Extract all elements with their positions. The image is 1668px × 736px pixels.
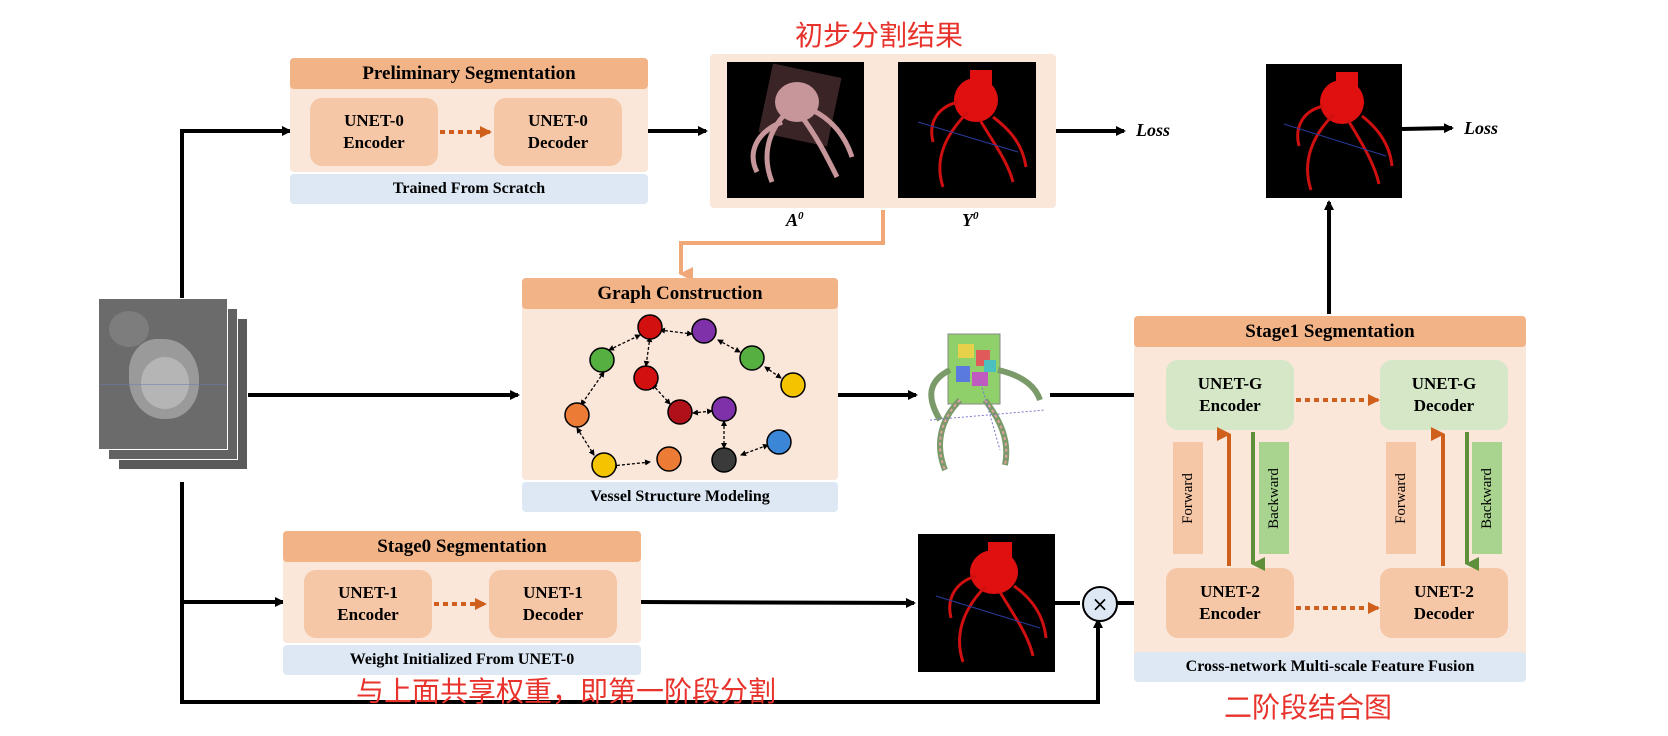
a0-vessel-render — [750, 63, 855, 183]
graph-footer: Vessel Structure Modeling — [522, 482, 838, 512]
input-to-multiply-arrow — [180, 602, 1103, 704]
annotation-preliminary-result: 初步分割结果 — [795, 19, 964, 52]
graph-title: Graph Construction — [522, 278, 838, 309]
forward-bar-right — [1386, 442, 1416, 554]
unet2-encoder: UNET-2 Encoder — [1166, 568, 1294, 638]
backward-label-right: Backward — [1478, 467, 1495, 529]
input-ct-stack — [98, 298, 248, 470]
unet1-encoder: UNET-1 Encoder — [304, 570, 432, 638]
prelim-title: Preliminary Segmentation — [290, 58, 648, 89]
prelim-footer: Trained From Scratch — [290, 174, 648, 204]
annotation-shared-weights: 与上面共享权重，即第一阶段分割 — [356, 675, 777, 708]
results-to-graph-arrow — [679, 210, 885, 281]
stage0-vessel-render — [935, 542, 1048, 663]
ct-slice-image — [98, 298, 228, 450]
final-vessel-render — [1283, 72, 1394, 191]
unetg-decoder: UNET-G Decoder — [1380, 360, 1508, 430]
multiply-node: × — [1082, 586, 1118, 622]
stage0-title: Stage0 Segmentation — [283, 531, 641, 562]
loss-label-top: Loss — [1136, 120, 1171, 140]
input-to-prelim-arrow — [180, 126, 292, 298]
stage0-footer: Weight Initialized From UNET-0 — [283, 645, 641, 675]
input-to-stage0-arrow — [180, 482, 285, 607]
y0-image — [898, 62, 1036, 198]
forward-label-left: Forward — [1179, 472, 1196, 524]
unet1-decoder: UNET-1 Decoder — [489, 570, 617, 638]
unet2-decoder: UNET-2 Decoder — [1380, 568, 1508, 638]
forward-label-right: Forward — [1392, 472, 1409, 524]
stage0-to-output-arrow — [640, 597, 916, 608]
final-to-loss-arrow — [1401, 123, 1454, 134]
stage1-footer: Cross-network Multi-scale Feature Fusion — [1134, 652, 1526, 682]
backward-bar-left — [1259, 442, 1289, 554]
loss-label-right: Loss — [1464, 118, 1499, 138]
unet0-encoder: UNET-0 Encoder — [310, 98, 438, 166]
final-output-image — [1266, 64, 1402, 198]
y0-label: Y0 — [962, 210, 979, 230]
backward-label-left: Backward — [1265, 467, 1282, 529]
backward-bar-right — [1472, 442, 1502, 554]
stage0-output-image — [918, 534, 1055, 672]
stage1-title: Stage1 Segmentation — [1134, 316, 1526, 347]
annotation-stage2-combined: 二阶段结合图 — [1224, 691, 1393, 724]
unetg-encoder: UNET-G Encoder — [1166, 360, 1294, 430]
forward-bar-left — [1173, 442, 1203, 554]
y0-vessel-render — [917, 70, 1028, 188]
a0-image — [727, 62, 864, 198]
a0-label: A0 — [786, 210, 804, 230]
unet0-decoder: UNET-0 Decoder — [494, 98, 622, 166]
